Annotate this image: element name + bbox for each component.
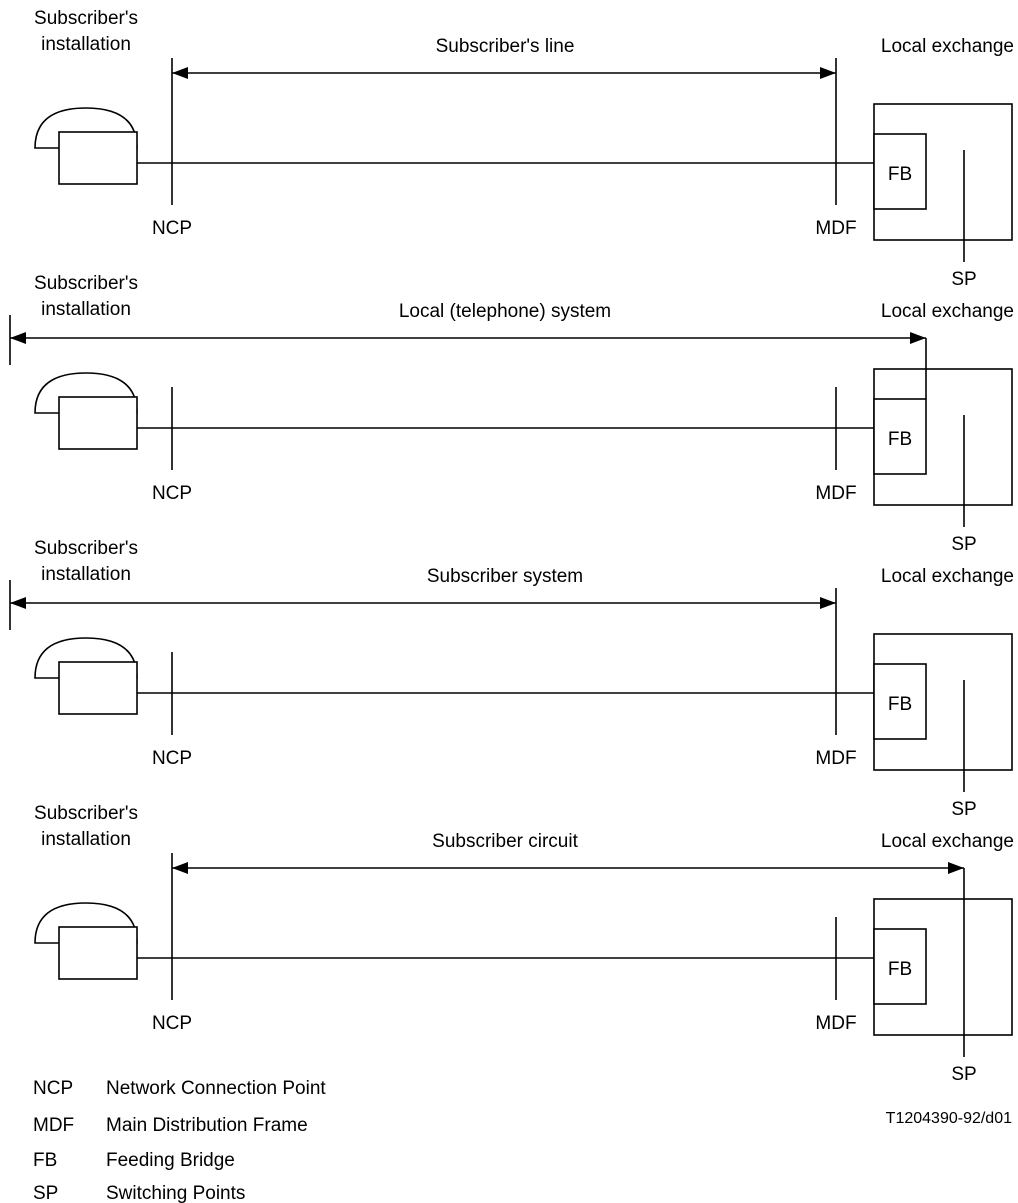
panel-2: Subscriber's installation Local (telephone… (9, 273, 1014, 555)
legend-abbr-ncp: NCP (33, 1078, 73, 1099)
feeding-bridge-box (873, 133, 927, 210)
feeding-bridge-box (873, 928, 927, 1005)
legend: NCP Network Connection Point MDF Main Di… (33, 1078, 326, 1203)
installation-label: Subscriber's (34, 538, 138, 559)
fb-label: FB (888, 694, 912, 715)
legend-abbr-sp: SP (33, 1183, 58, 1203)
sp-label: SP (951, 799, 976, 820)
span-label: Subscriber system (427, 566, 583, 587)
legend-abbr-fb: FB (33, 1150, 57, 1171)
fb-label: FB (888, 164, 912, 185)
panel-1: Subscriber's installation Subscriber's lin… (34, 8, 1014, 290)
arrow-left-icon (172, 67, 188, 79)
exchange-label: Local exchange (881, 301, 1014, 322)
panel-4: Subscriber's installation Subscriber circu… (34, 803, 1014, 1085)
arrow-right-icon (948, 862, 964, 874)
exchange-label: Local exchange (881, 831, 1014, 852)
ncp-label: NCP (152, 483, 192, 504)
installation-label: Subscriber's (34, 8, 138, 29)
feeding-bridge-box (873, 663, 927, 740)
fb-label: FB (888, 429, 912, 450)
fb-label: FB (888, 959, 912, 980)
telephone-icon (34, 637, 138, 715)
legend-text-ncp: Network Connection Point (106, 1078, 326, 1099)
panel-3: Subscriber's installation Subscriber syste… (9, 538, 1014, 820)
exchange-label: Local exchange (881, 36, 1014, 57)
arrow-right-icon (820, 67, 836, 79)
arrow-right-icon (910, 332, 926, 344)
telephone-icon (34, 107, 138, 185)
mdf-label: MDF (815, 483, 856, 504)
sp-label: SP (951, 269, 976, 290)
legend-text-fb: Feeding Bridge (106, 1150, 235, 1171)
telephone-icon (34, 902, 138, 980)
arrow-left-icon (172, 862, 188, 874)
ncp-label: NCP (152, 218, 192, 239)
sp-label: SP (951, 1064, 976, 1085)
span-label: Subscriber circuit (432, 831, 578, 852)
figure-id: T1204390-92/d01 (886, 1110, 1012, 1127)
legend-text-sp: Switching Points (106, 1183, 245, 1203)
exchange-label: Local exchange (881, 566, 1014, 587)
legend-abbr-mdf: MDF (33, 1115, 74, 1136)
legend-text-mdf: Main Distribution Frame (106, 1115, 308, 1136)
ncp-label: NCP (152, 1013, 192, 1034)
arrow-right-icon (820, 597, 836, 609)
arrow-left-icon (10, 597, 26, 609)
mdf-label: MDF (815, 1013, 856, 1034)
installation-label: installation (41, 299, 131, 320)
installation-label: Subscriber's (34, 803, 138, 824)
arrow-left-icon (10, 332, 26, 344)
telephone-icon (34, 372, 138, 450)
span-label: Local (telephone) system (399, 301, 611, 322)
mdf-label: MDF (815, 218, 856, 239)
mdf-label: MDF (815, 748, 856, 769)
sp-label: SP (951, 534, 976, 555)
installation-label: Subscriber's (34, 273, 138, 294)
ncp-label: NCP (152, 748, 192, 769)
installation-label: installation (41, 564, 131, 585)
span-label: Subscriber's line (436, 36, 575, 57)
installation-label: installation (41, 829, 131, 850)
installation-label: installation (41, 34, 131, 55)
feeding-bridge-box (873, 398, 927, 475)
